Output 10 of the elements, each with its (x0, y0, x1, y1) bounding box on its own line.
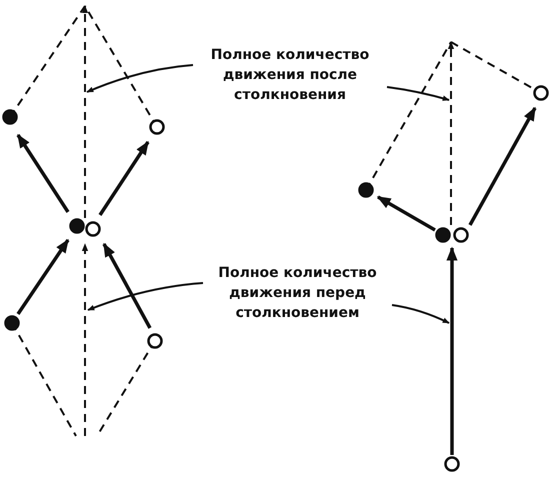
momentum-vector (82, 5, 88, 218)
annotation-text: Полное количество движения после столкновения (195, 45, 385, 105)
leader-line (87, 282, 204, 311)
momentum-vector (446, 246, 458, 455)
momentum-vector (448, 41, 454, 225)
leader-line (386, 86, 450, 101)
annotation-text: Полное количество движения перед столкновением (205, 263, 390, 323)
momentum-vector (82, 243, 88, 436)
leader-line (392, 304, 450, 324)
leader-line (86, 64, 194, 93)
